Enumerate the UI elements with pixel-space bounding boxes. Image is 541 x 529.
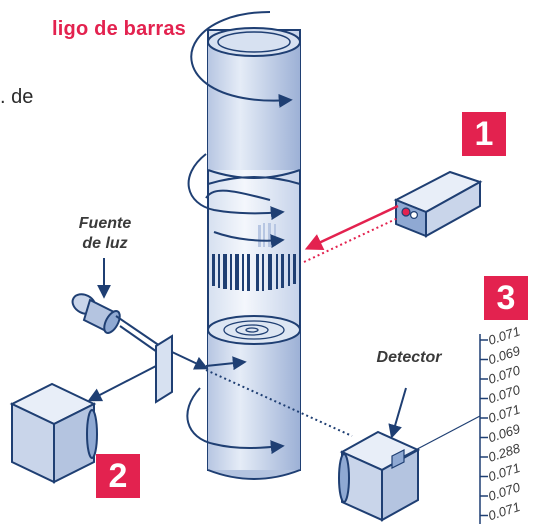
tube-barcode bbox=[212, 254, 296, 291]
light-beam bbox=[115, 315, 161, 355]
reference-detector bbox=[9, 382, 98, 484]
sample-tube bbox=[207, 27, 301, 480]
reader-beam-out bbox=[303, 217, 399, 263]
beam-splitter bbox=[155, 334, 173, 404]
detector-output-line bbox=[403, 415, 481, 457]
light-source-bulb bbox=[71, 293, 121, 334]
step-badge-3: 3 bbox=[484, 276, 528, 320]
transmitted-beam bbox=[171, 351, 209, 370]
rotation-arrow-middle bbox=[187, 153, 285, 221]
reflected-beam bbox=[87, 365, 157, 402]
step-badge-1: 1 bbox=[462, 112, 506, 156]
detector-device bbox=[338, 430, 421, 522]
rotation-arrow-upper-body bbox=[213, 231, 285, 249]
light-source-label-line1: Fuente bbox=[78, 215, 132, 232]
light-source-label-line2: de luz bbox=[82, 235, 128, 252]
sample-beam bbox=[205, 369, 353, 437]
intro-text: . de bbox=[0, 86, 34, 108]
barcode-reader-device bbox=[393, 170, 483, 238]
detector-label-pointer bbox=[388, 387, 407, 439]
reader-beam-in bbox=[304, 204, 399, 251]
rotation-arrow-lower bbox=[186, 356, 285, 455]
step-badge-2: 2 bbox=[96, 454, 140, 498]
rotation-arrow-top bbox=[190, 11, 293, 108]
readings-scale: 0.0710.0690.0700.0700.0710.0690.2880.071… bbox=[479, 324, 523, 524]
section-title: ligo de barras bbox=[52, 18, 186, 40]
light-source-label: Fuente de luz bbox=[60, 214, 150, 254]
detector-label: Detector bbox=[376, 349, 442, 366]
